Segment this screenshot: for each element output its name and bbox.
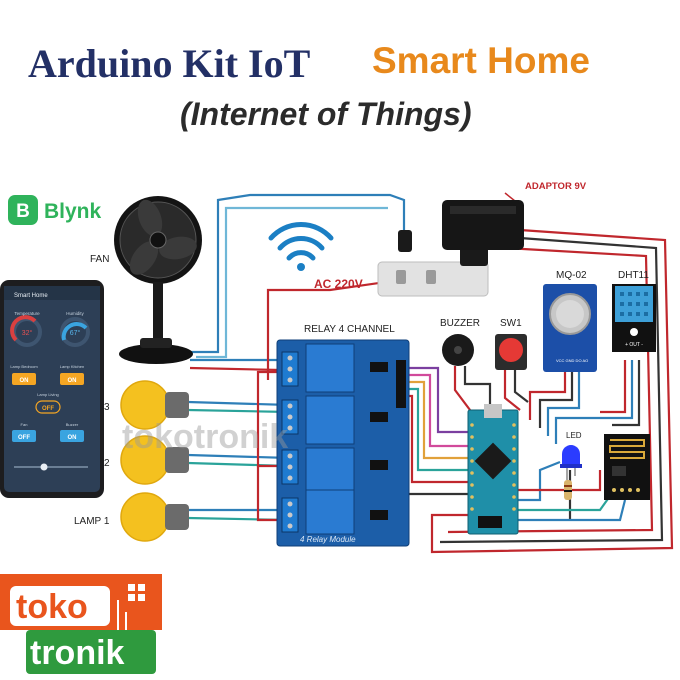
switch-button[interactable] xyxy=(60,430,84,442)
blynk-logo: B Blynk xyxy=(8,195,102,225)
watermark: tokotronik xyxy=(122,418,288,456)
switch-button[interactable] xyxy=(12,373,36,385)
adaptor: ADAPTOR 9V xyxy=(442,181,587,250)
dht-pins: + OUT - xyxy=(625,342,643,348)
fan-label: FAN xyxy=(90,254,109,265)
esp-wifi-module xyxy=(604,434,650,500)
wire-power-loop xyxy=(430,228,674,554)
dht-label: DHT11 xyxy=(618,270,649,281)
sw1-label: SW1 xyxy=(500,318,522,329)
switch-label: Fan xyxy=(21,422,28,427)
adaptor-label: ADAPTOR 9V xyxy=(525,181,587,192)
switch-label: Lamp Kitchen xyxy=(60,364,84,369)
relay-module-text: 4 Relay Module xyxy=(300,535,356,544)
brand-line1: toko xyxy=(16,588,88,626)
wires xyxy=(187,193,674,554)
page-subtitle: (Internet of Things) xyxy=(180,96,472,132)
ac-power: AC 220V xyxy=(314,230,489,297)
led-label: LED xyxy=(566,431,582,440)
switch-label: Buzzer xyxy=(66,422,79,427)
gauge-temperature-label: Temperature xyxy=(14,311,40,316)
led: LED xyxy=(560,431,582,500)
blynk-name: Blynk xyxy=(44,200,102,223)
wifi-icon xyxy=(268,222,334,271)
svg-text:OFF: OFF xyxy=(42,406,54,412)
blynk-logo-letter: B xyxy=(16,201,30,222)
relay-module: RELAY 4 CHANNEL 4 Relay Module xyxy=(276,324,410,547)
svg-text:OFF: OFF xyxy=(18,435,30,441)
switch-button[interactable] xyxy=(60,373,84,385)
switch-button[interactable] xyxy=(12,430,36,442)
blynk-icon xyxy=(8,195,38,225)
phone-app-title: Smart Home xyxy=(14,293,48,299)
lamp-bulb-1 xyxy=(120,492,170,542)
mq-sensor: MQ-02 VCC GND DO AO xyxy=(543,270,597,372)
switch-label: Lamp Bedroom xyxy=(10,364,38,369)
lamp2-label: 2 xyxy=(104,458,110,469)
mq-label: MQ-02 xyxy=(556,270,587,281)
ac-label: AC 220V xyxy=(314,277,363,291)
svg-text:ON: ON xyxy=(20,378,29,384)
arduino-nano xyxy=(467,404,519,535)
gauge-temperature-value: 32° xyxy=(22,329,33,337)
page-title: Arduino Kit IoT xyxy=(28,41,311,86)
lamp-socket-2 xyxy=(165,447,189,473)
buzzer: BUZZER xyxy=(440,318,480,366)
lamp3-label: 3 xyxy=(104,402,110,413)
lamp-socket-3 xyxy=(165,392,189,418)
dht-sensor: DHT11 + OUT - xyxy=(612,270,656,352)
lamp1-label: LAMP 1 xyxy=(74,516,110,527)
phone-slider-thumb[interactable] xyxy=(40,463,48,471)
tokotronik-logo: toko tronik xyxy=(0,574,162,680)
gauge-humidity-value: 67° xyxy=(70,329,81,337)
wire-fan-ac-2 xyxy=(196,206,388,359)
mq-pins: VCC GND DO AO xyxy=(556,358,588,363)
brand-line2: tronik xyxy=(30,634,125,672)
relay-label: RELAY 4 CHANNEL xyxy=(304,324,395,335)
gauge-humidity-label: Humidity xyxy=(66,311,84,316)
switch-label: Lamp Living xyxy=(37,392,59,397)
humidity-gauge xyxy=(61,322,88,341)
lamps: 3 2 LAMP 1 xyxy=(74,380,189,542)
switch-button[interactable] xyxy=(35,400,61,414)
switch-sw1: SW1 xyxy=(495,318,527,370)
temperature-gauge xyxy=(10,315,37,342)
page-title-accent: Smart Home xyxy=(372,40,590,81)
fan: FAN xyxy=(90,196,202,364)
smartphone: Smart Home 32° Temperature 67° Humidity … xyxy=(0,280,104,498)
lamp-socket-1 xyxy=(165,504,189,530)
svg-text:ON: ON xyxy=(68,378,77,384)
svg-text:ON: ON xyxy=(68,435,77,441)
wire-fan-ac xyxy=(190,193,406,354)
plug xyxy=(398,230,412,252)
buzzer-label: BUZZER xyxy=(440,318,480,329)
